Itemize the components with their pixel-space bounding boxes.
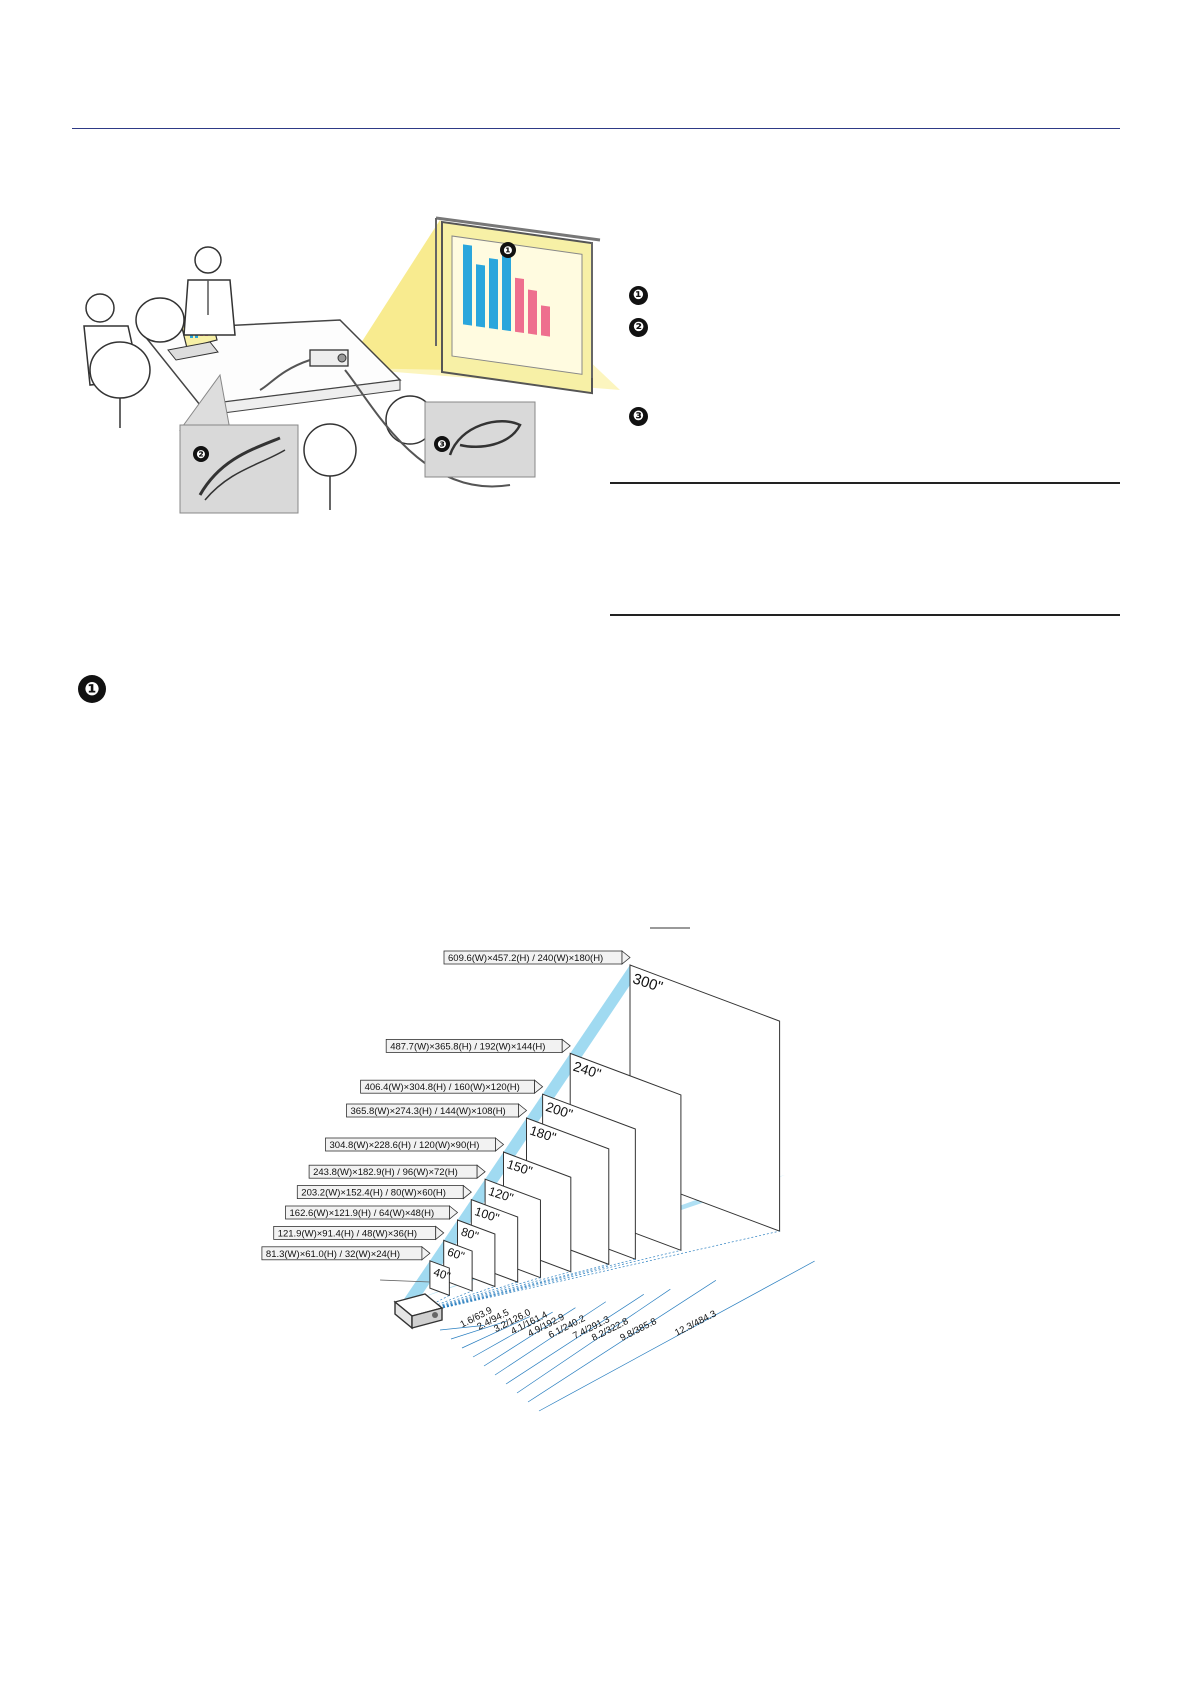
screen-bar-chart bbox=[463, 244, 550, 337]
distance-label: 12.3/484.3 bbox=[673, 1309, 718, 1339]
projector-leader bbox=[379, 1279, 431, 1283]
dimension-label: 365.8(W)×274.3(H) / 144(W)×108(H) bbox=[351, 1106, 506, 1117]
distance-measure-line bbox=[472, 1311, 553, 1358]
dimension-label: 81.3(W)×61.0(H) / 32(W)×24(H) bbox=[266, 1249, 400, 1260]
distance-ray bbox=[411, 1281, 518, 1316]
screen-size-label: 40" bbox=[432, 1267, 452, 1284]
distance-measure-line bbox=[527, 1280, 717, 1403]
dimension-label: 304.8(W)×228.6(H) / 120(W)×90(H) bbox=[330, 1140, 480, 1151]
dimension-tag: 487.7(W)×365.8(H) / 192(W)×144(H) bbox=[385, 1038, 571, 1054]
dimension-label: 406.4(W)×304.8(H) / 160(W)×120(H) bbox=[365, 1082, 520, 1093]
section-marker: ❶ bbox=[78, 675, 106, 703]
dimension-label: 243.8(W)×182.9(H) / 96(W)×72(H) bbox=[313, 1167, 458, 1178]
callout-badge-1: ❶ bbox=[500, 242, 516, 258]
dimension-tag: 304.8(W)×228.6(H) / 120(W)×90(H) bbox=[325, 1137, 505, 1152]
distance-ray bbox=[411, 1286, 496, 1316]
legend-bullet-2: ❷ bbox=[629, 318, 648, 337]
projector-icon bbox=[393, 1293, 444, 1330]
dimension-tag-arrow bbox=[621, 950, 631, 965]
distance-measure-line bbox=[494, 1301, 607, 1376]
note-rule-top bbox=[610, 482, 1120, 484]
dimension-label: 162.6(W)×121.9(H) / 64(W)×48(H) bbox=[290, 1208, 435, 1219]
distance-measure-line bbox=[439, 1325, 485, 1331]
screen-size-label: 60" bbox=[446, 1246, 466, 1264]
power-cable bbox=[344, 369, 511, 488]
signal-cable bbox=[259, 359, 311, 391]
dimension-tag-arrow bbox=[462, 1184, 472, 1200]
dimension-tag: 365.8(W)×274.3(H) / 144(W)×108(H) bbox=[346, 1103, 528, 1118]
dimension-tag-arrow bbox=[449, 1205, 459, 1220]
distance-measure-line bbox=[461, 1316, 531, 1349]
distance-ray bbox=[411, 1271, 571, 1316]
screen-0: 40" bbox=[429, 1260, 452, 1297]
dimension-tag-arrow bbox=[421, 1245, 431, 1261]
distance-measure-line bbox=[516, 1288, 671, 1394]
dimension-tag: 609.6(W)×457.2(H) / 240(W)×180(H) bbox=[443, 950, 631, 965]
distance-measure-line bbox=[505, 1294, 644, 1385]
callout-badge-2: ❷ bbox=[193, 446, 209, 462]
legend-bullet-1: ❶ bbox=[629, 286, 648, 305]
dimension-tag: 203.2(W)×152.4(H) / 80(W)×60(H) bbox=[296, 1184, 472, 1200]
distance-measure-line bbox=[450, 1320, 508, 1340]
dimension-tag-arrow bbox=[534, 1079, 544, 1095]
distance-measure-line bbox=[483, 1307, 576, 1367]
screen-1: 60" bbox=[443, 1239, 473, 1292]
dimension-tag: 81.3(W)×61.0(H) / 32(W)×24(H) bbox=[261, 1245, 431, 1261]
dimension-label: 487.7(W)×365.8(H) / 192(W)×144(H) bbox=[390, 1041, 545, 1052]
dimension-label: 609.6(W)×457.2(H) / 240(W)×180(H) bbox=[448, 953, 603, 964]
dimension-tag-arrow bbox=[518, 1103, 528, 1118]
distance-measure-line bbox=[538, 1260, 815, 1412]
dimension-tag-arrow bbox=[561, 1038, 571, 1054]
dimension-tag-arrow bbox=[435, 1225, 445, 1241]
distance-ray bbox=[411, 1264, 609, 1316]
dimension-label: 121.9(W)×91.4(H) / 48(W)×36(H) bbox=[278, 1228, 417, 1239]
dimension-tag: 162.6(W)×121.9(H) / 64(W)×48(H) bbox=[285, 1205, 459, 1220]
projection-screen bbox=[435, 216, 601, 395]
callout-badge-3: ❸ bbox=[434, 436, 450, 452]
cable-callout-box bbox=[179, 373, 299, 514]
dimension-label: 203.2(W)×152.4(H) / 80(W)×60(H) bbox=[301, 1188, 446, 1199]
dimension-tag: 121.9(W)×91.4(H) / 48(W)×36(H) bbox=[273, 1225, 445, 1241]
dimension-tag: 243.8(W)×182.9(H) / 96(W)×72(H) bbox=[308, 1164, 486, 1180]
projector-on-table bbox=[309, 349, 349, 367]
screen-size-label: 80" bbox=[459, 1224, 480, 1243]
dimension-tag: 406.4(W)×304.8(H) / 160(W)×120(H) bbox=[360, 1079, 544, 1095]
dimension-tag-arrow bbox=[476, 1164, 486, 1180]
standing-presenter bbox=[183, 246, 236, 336]
screen-outline bbox=[429, 1260, 450, 1297]
distance-ray bbox=[411, 1290, 473, 1316]
distance-ray bbox=[411, 1230, 780, 1316]
header-rule bbox=[72, 128, 1120, 129]
note-rule-bottom bbox=[610, 614, 1120, 616]
projection-beam-core bbox=[345, 220, 455, 370]
dimension-tag-arrow bbox=[495, 1137, 505, 1152]
throw-distance-diagram: 300"240"200"180"150"120"100"80"60"40" 60… bbox=[261, 927, 815, 1412]
legend-bullet-3: ❸ bbox=[629, 407, 648, 426]
meeting-room-illustration bbox=[83, 216, 620, 514]
